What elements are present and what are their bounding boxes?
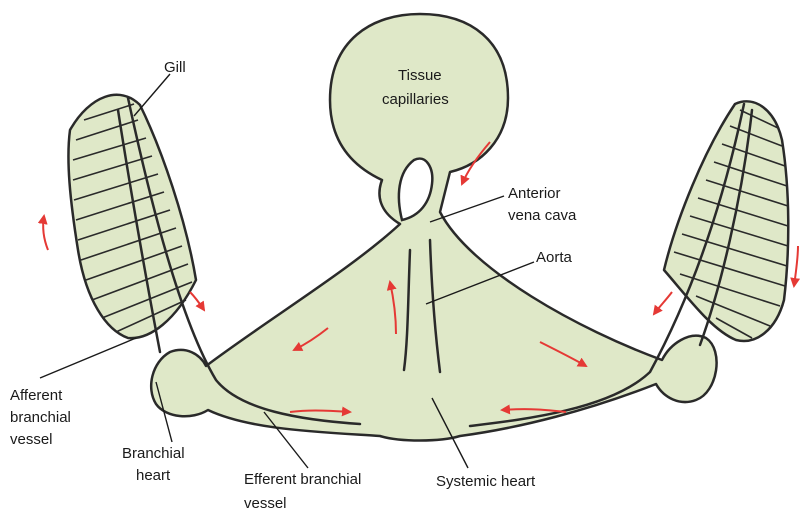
afferent-leader <box>40 338 136 378</box>
label-anterior-2: vena cava <box>508 207 577 224</box>
label-branchial-heart-2: heart <box>136 467 171 484</box>
flow-arrow-left-gill-down <box>190 292 204 310</box>
label-efferent-1: Efferent branchial <box>244 471 361 488</box>
label-efferent-2: vessel <box>244 495 287 512</box>
label-branchial-heart-1: Branchial <box>122 445 185 462</box>
left-gill <box>68 95 196 338</box>
label-afferent-2: branchial <box>10 409 71 426</box>
label-afferent-1: Afferent <box>10 387 63 404</box>
label-aorta: Aorta <box>536 249 573 266</box>
label-anterior-1: Anterior <box>508 185 561 202</box>
flow-arrow-right-gill-down <box>654 292 672 314</box>
label-systemic-heart: Systemic heart <box>436 473 536 490</box>
label-tissue-2: capillaries <box>382 91 449 108</box>
gill-leader <box>134 74 170 116</box>
flow-arrow-right-edge <box>794 246 798 286</box>
label-tissue-1: Tissue <box>398 67 442 84</box>
label-afferent-3: vessel <box>10 431 53 448</box>
label-gill: Gill <box>164 59 186 76</box>
flow-arrow-left-gill-up <box>43 216 48 250</box>
